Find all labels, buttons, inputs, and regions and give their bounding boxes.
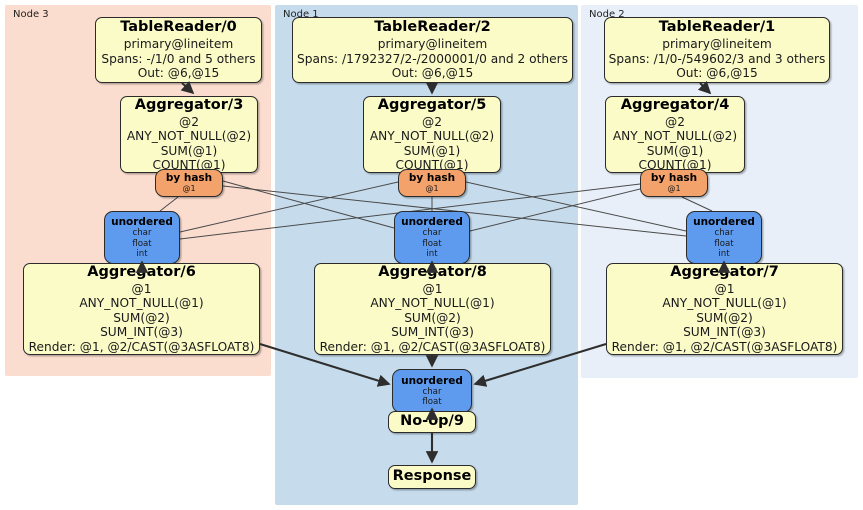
node-title: Response	[392, 468, 472, 485]
node-line: COUNT(@1)	[638, 157, 712, 172]
node-line: ANY_NOT_NULL(@1)	[79, 296, 204, 311]
node-line: Spans: /1/0-/549602/3 and 3 others	[608, 51, 826, 66]
node-line: @1	[182, 184, 196, 194]
node-line: char	[422, 387, 442, 398]
node-line: float	[422, 397, 442, 408]
node-line: char	[132, 228, 152, 239]
node-line: Render: @1, @2/CAST(@3ASFLOAT8)	[28, 339, 255, 354]
node-line: ANY_NOT_NULL(@1)	[370, 296, 495, 311]
node-title: by hash	[650, 172, 698, 185]
panel-label-node-1: Node 1	[283, 9, 319, 20]
node-line: char	[422, 228, 442, 239]
node-line: @1	[131, 282, 152, 297]
node-line: ANY_NOT_NULL(@2)	[126, 129, 252, 144]
node-line: Render: @1, @2/CAST(@3ASFLOAT8)	[319, 339, 546, 354]
node-line: @1	[422, 282, 443, 297]
node-title: Aggregator/7	[670, 263, 779, 280]
node-line: Out: @6,@15	[676, 66, 758, 81]
node-line: SUM(@2)	[696, 310, 753, 325]
node-line: primary@lineitem	[123, 37, 234, 52]
node-line: SUM(@1)	[403, 143, 461, 158]
node-by-hash-right[interactable]: by hash@1	[640, 169, 708, 197]
node-title: Aggregator/6	[87, 263, 196, 280]
node-line: SUM(@1)	[160, 143, 218, 158]
node-no-op-9[interactable]: No-op/9	[388, 411, 476, 433]
node-title: No-op/9	[400, 413, 464, 430]
panel-label-node-3: Node 3	[13, 9, 49, 20]
node-line: char	[714, 228, 734, 239]
node-line: SUM(@2)	[404, 310, 461, 325]
node-line: int	[136, 248, 148, 259]
node-line: @2	[179, 114, 199, 129]
node-title: Aggregator/5	[377, 96, 487, 113]
node-line: Render: @1, @2/CAST(@3ASFLOAT8)	[611, 339, 838, 354]
node-line: SUM_INT(@3)	[391, 325, 474, 340]
node-title: Aggregator/8	[378, 263, 487, 280]
node-line: float	[422, 238, 442, 249]
node-line: @2	[422, 114, 442, 129]
node-by-hash-center[interactable]: by hash@1	[398, 169, 466, 197]
node-line: Out: @6,@15	[391, 66, 474, 81]
node-response[interactable]: Response	[388, 465, 476, 489]
node-title: TableReader/2	[374, 19, 491, 36]
node-title: by hash	[408, 172, 456, 185]
node-line: int	[718, 248, 730, 259]
node-line: @2	[665, 114, 685, 129]
node-title: by hash	[165, 172, 213, 185]
node-line: @1	[425, 184, 439, 194]
node-line: @1	[667, 184, 681, 194]
node-line: SUM_INT(@3)	[100, 325, 183, 340]
node-title: Aggregator/3	[134, 96, 244, 113]
node-line: ANY_NOT_NULL(@2)	[612, 129, 738, 144]
node-title: TableReader/0	[120, 19, 237, 36]
node-line: SUM_INT(@3)	[683, 325, 766, 340]
node-by-hash-left[interactable]: by hash@1	[155, 169, 223, 197]
node-line: Spans: -/1/0 and 5 others	[101, 51, 256, 66]
panel-label-node-2: Node 2	[589, 9, 625, 20]
node-line: @1	[714, 282, 735, 297]
node-title: unordered	[111, 216, 173, 229]
node-line: Out: @6,@15	[137, 66, 220, 81]
node-title: unordered	[401, 216, 463, 229]
node-line: primary@lineitem	[377, 37, 488, 52]
node-line: ANY_NOT_NULL(@2)	[369, 129, 495, 144]
node-line: float	[132, 238, 152, 249]
node-line: primary@lineitem	[662, 37, 772, 52]
node-line: float	[714, 238, 734, 249]
node-title: TableReader/1	[658, 19, 776, 36]
node-title: unordered	[401, 374, 463, 387]
node-line: SUM(@1)	[646, 143, 704, 158]
node-title: unordered	[693, 216, 755, 229]
node-line: SUM(@2)	[113, 310, 170, 325]
node-line: COUNT(@1)	[395, 157, 469, 172]
node-title: Aggregator/4	[620, 96, 730, 113]
node-line: int	[426, 248, 438, 259]
node-line: ANY_NOT_NULL(@1)	[662, 296, 787, 311]
node-line: COUNT(@1)	[152, 157, 226, 172]
node-line: Spans: /1792327/2-/2000001/0 and 2 other…	[296, 51, 568, 66]
